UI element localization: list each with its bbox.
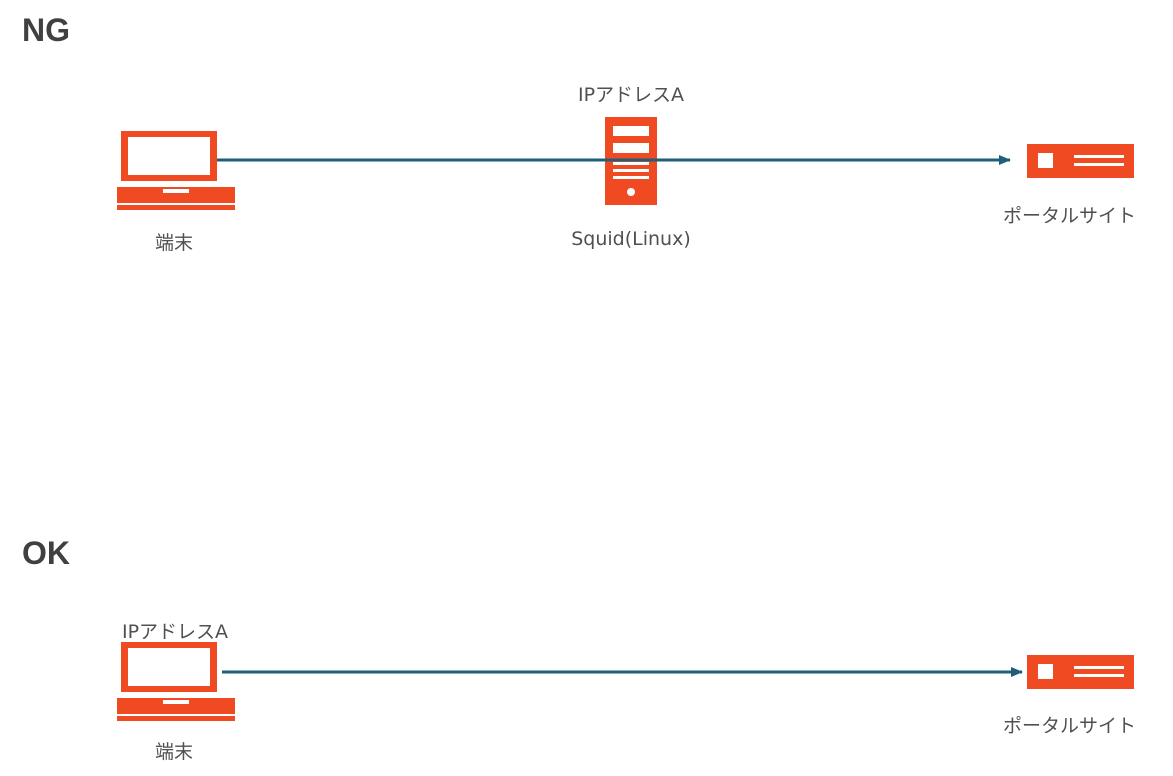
ok-title: OK [22,535,70,571]
rack-server-icon [1027,655,1134,689]
ok-client-ip-label: IPアドレスA [121,621,229,643]
ng-proxy-name-label: Squid(Linux) [571,228,691,250]
ng-client-label: 端末 [154,232,193,254]
laptop-icon [117,131,235,210]
ng-title: NG [22,12,70,48]
ng-portal-label: ポータルサイト [1003,205,1137,227]
ok-client-label: 端末 [154,741,193,763]
ng-proxy-ip-label: IPアドレスA [577,84,685,106]
laptop-icon [117,642,235,721]
rack-server-icon [1027,144,1134,178]
ok-portal-label: ポータルサイト [1003,715,1137,737]
ng-arrow-overlay [600,158,662,162]
